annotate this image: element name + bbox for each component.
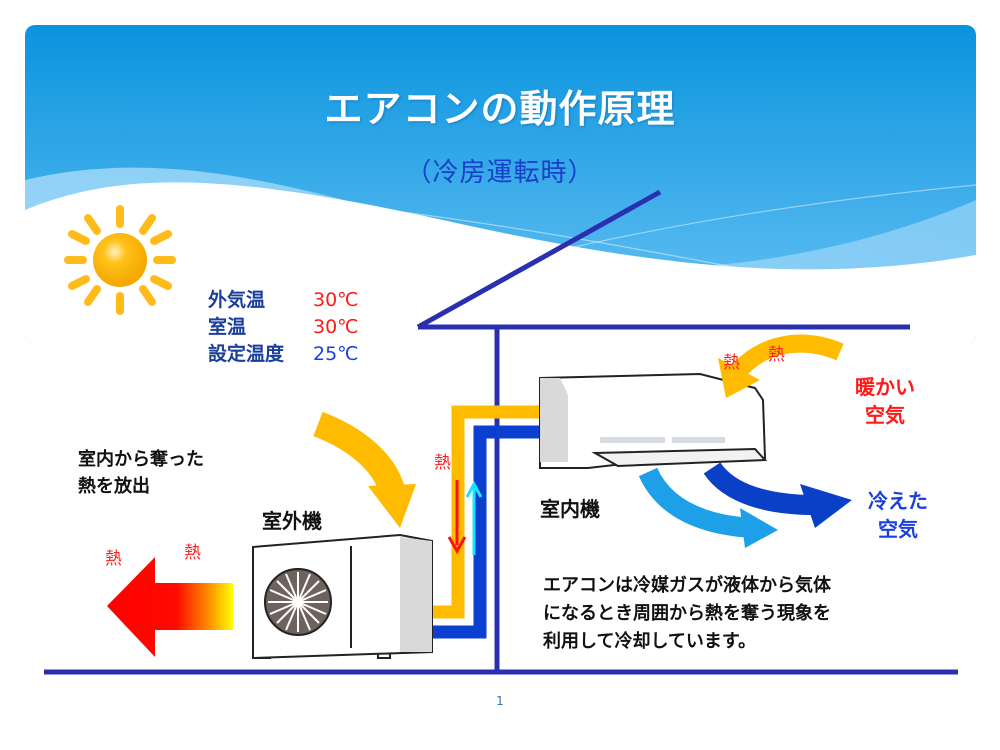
sun-icon	[64, 205, 176, 315]
heat-label-outdoor: 熱	[184, 543, 201, 563]
explanation-line3: 利用して冷却しています。	[543, 631, 757, 652]
condition-value: 30℃	[313, 316, 359, 338]
condition-outdoor-temp: 外気温 30℃	[208, 287, 359, 314]
condition-value: 25℃	[313, 343, 359, 365]
condition-set-temp: 設定温度 25℃	[208, 341, 359, 368]
cool-air-arrows	[638, 461, 852, 548]
heat-label-left: 熱	[105, 549, 122, 569]
heat-release-arrow	[107, 557, 233, 657]
release-heat-line1: 室内から奪った	[78, 449, 204, 470]
indoor-unit-illustration	[539, 372, 768, 469]
sky-header	[25, 25, 976, 345]
heat-down-arrow	[447, 480, 467, 555]
slide-subtitle: （冷房運転時）	[405, 158, 595, 188]
heat-label-pipe: 熱	[434, 453, 451, 473]
outdoor-unit-label: 室外機	[262, 509, 322, 533]
heat-label-indoor-2: 熱	[768, 345, 785, 365]
outdoor-unit-illustration	[252, 533, 433, 660]
release-heat-caption: 室内から奪った 熱を放出	[78, 446, 204, 500]
explanation-line2: になるとき周囲から熱を奪う現象を	[543, 603, 831, 624]
cold-up-arrow	[465, 480, 483, 555]
temperature-conditions: 外気温 30℃ 室温 30℃ 設定温度 25℃	[208, 287, 359, 368]
cool-air-line1: 冷えた	[868, 489, 928, 513]
warm-air-line2: 空気	[865, 403, 905, 427]
warm-air-arrow	[718, 334, 844, 398]
heat-label-indoor-1: 熱	[723, 353, 740, 373]
slide-title: エアコンの動作原理	[324, 86, 676, 131]
refrigerant-pipes	[432, 405, 540, 639]
warm-air-label: 暖かい 空気	[855, 373, 915, 429]
condition-label: 設定温度	[208, 343, 285, 365]
condition-value: 30℃	[313, 289, 359, 311]
condition-label: 室温	[208, 316, 247, 338]
indoor-unit-label: 室内機	[540, 497, 600, 521]
condition-room-temp: 室温 30℃	[208, 314, 359, 341]
house-outline	[44, 189, 958, 675]
release-heat-line2: 熱を放出	[78, 476, 150, 497]
heat-flow-arrow-outdoor	[313, 411, 416, 528]
condition-label: 外気温	[208, 289, 266, 311]
warm-air-line1: 暖かい	[855, 375, 915, 399]
page-number: 1	[496, 694, 504, 708]
cool-air-label: 冷えた 空気	[868, 487, 928, 543]
cool-air-line2: 空気	[878, 517, 918, 541]
explanation-text: エアコンは冷媒ガスが液体から気体 になるとき周囲から熱を奪う現象を 利用して冷却…	[543, 572, 831, 656]
explanation-line1: エアコンは冷媒ガスが液体から気体	[543, 575, 831, 596]
